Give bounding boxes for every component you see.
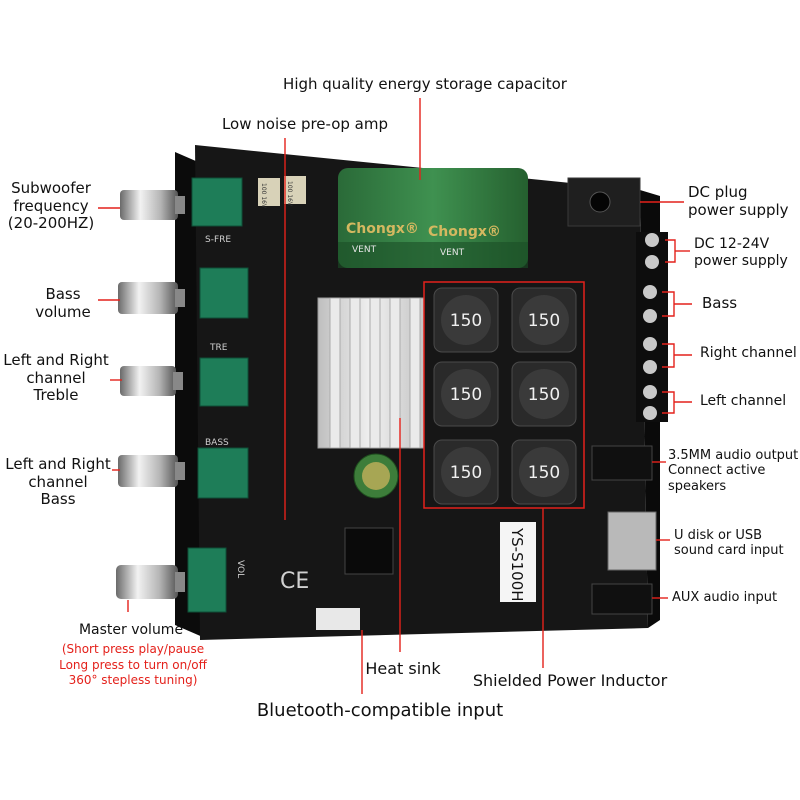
capacitor-vent-2: VENT	[440, 248, 465, 258]
dc-jack-hole	[589, 191, 611, 213]
preamp-callout: Low noise pre-op amp	[221, 115, 389, 133]
audio-out-jack	[591, 445, 653, 481]
energy-capacitor: Chongx® Chongx® VENT VENT	[338, 168, 528, 268]
bluetooth-chip	[344, 527, 394, 575]
capacitor-brand-1: Chongx®	[346, 221, 419, 237]
audio-output-callout: 3.5MM audio output Connect active speake…	[668, 448, 799, 494]
inductor-callout: Shielded Power Inductor	[472, 671, 668, 690]
pot-lr-bass	[197, 447, 249, 499]
terminal-block	[636, 232, 668, 422]
inductor-value-label: 150	[450, 463, 482, 483]
aux-input-callout: AUX audio input	[672, 590, 778, 605]
knob-bass-volume	[118, 282, 185, 314]
usb-port	[607, 511, 657, 571]
small-cap-text-1: 100 16V	[260, 183, 267, 209]
treble-callout: Left and Right channel Treble	[3, 351, 109, 405]
knob-subwoofer	[120, 190, 185, 220]
lr-bass-callout: Left and Right channel Bass	[5, 455, 111, 509]
small-cap-1	[258, 178, 280, 206]
right-channel-callout: Right channel	[700, 345, 797, 361]
small-cap-text-2: 100 16V	[286, 181, 293, 207]
master-volume-callout: Master volume	[78, 622, 184, 638]
pot-master	[187, 547, 227, 613]
master-volume-note: (Short press play/pause Long press to tu…	[59, 642, 207, 688]
inductor-6: 150	[511, 439, 577, 505]
inductor-value-label: 150	[528, 463, 560, 483]
inductor-5: 150	[433, 439, 499, 505]
knob-treble	[120, 366, 183, 396]
capacitor-callout: High quality energy storage capacitor	[283, 75, 567, 93]
silk-vol: VOL	[235, 560, 245, 578]
inductor-4: 150	[511, 361, 577, 427]
inductor-value-label: 150	[528, 385, 560, 405]
inductor-value-label: 150	[450, 385, 482, 405]
model-label: YS-S100H	[508, 527, 526, 602]
silk-bass: BASS	[205, 438, 229, 448]
bass-volume-callout: Bass volume	[35, 285, 91, 321]
ce-mark: CE	[280, 569, 309, 594]
heat-sink	[317, 297, 425, 449]
pot-treble	[199, 357, 249, 407]
inductor-value-label: 150	[528, 311, 560, 331]
dc-supply-callout: DC 12-24V power supply	[694, 236, 788, 269]
model-label-box	[500, 522, 536, 602]
dc-plug-callout: DC plug power supply	[688, 183, 789, 219]
left-channel-callout: Left channel	[700, 393, 787, 409]
inductor-2: 150	[511, 287, 577, 353]
aux-jack	[591, 583, 653, 615]
capacitor-brand-2: Chongx®	[428, 224, 501, 240]
knob-master-volume	[116, 565, 185, 599]
pot-subwoofer	[191, 177, 243, 227]
subwoofer-callout: Subwoofer frequency (20-200HZ)	[7, 179, 95, 233]
knob-lr-bass	[118, 455, 185, 487]
bass-terminal-callout: Bass	[702, 294, 738, 312]
pot-bass-volume	[199, 267, 249, 319]
inductor-1: 150	[433, 287, 499, 353]
inductor-3: 150	[433, 361, 499, 427]
capacitor-vent-1: VENT	[352, 245, 377, 255]
inductor-highlight	[423, 281, 585, 509]
usb-input-callout: U disk or USB sound card input	[674, 528, 784, 559]
inductor-value-label: 150	[450, 311, 482, 331]
inductor-grid: 150 150 150 150 150 150	[433, 287, 577, 505]
silk-sfre: S-FRE	[205, 235, 231, 245]
bluetooth-antenna	[316, 608, 360, 630]
silk-tre: TRE	[209, 343, 228, 353]
heat-sink-callout: Heat sink	[365, 659, 441, 678]
small-cap-2	[284, 176, 306, 204]
bluetooth-callout: Bluetooth-compatible input	[256, 700, 504, 721]
callout-lines	[98, 98, 692, 694]
